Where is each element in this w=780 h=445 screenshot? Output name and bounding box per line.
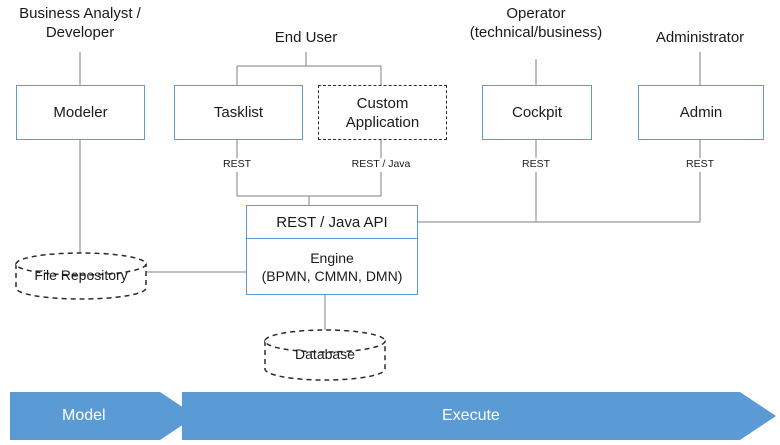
engine-standards-label: (BPMN, CMMN, DMN) — [261, 268, 403, 284]
edge-label-custom-application: REST / Java — [338, 158, 424, 170]
edge-label-admin: REST — [670, 158, 730, 170]
phase-model-shape[interactable] — [10, 392, 196, 440]
engine-name-label: Engine — [310, 250, 354, 266]
component-tasklist[interactable]: Tasklist — [174, 85, 303, 140]
engine-block[interactable]: REST / Java API Engine (BPMN, CMMN, DMN) — [246, 205, 418, 295]
engine-api-label: REST / Java API — [276, 213, 388, 231]
component-tasklist-label: Tasklist — [213, 104, 264, 121]
component-cockpit[interactable]: Cockpit — [482, 85, 592, 140]
engine-api-layer[interactable]: REST / Java API — [247, 206, 417, 239]
component-modeler-label: Modeler — [53, 104, 108, 121]
phase-execute-shape[interactable] — [182, 392, 776, 440]
database-cylinder — [264, 329, 386, 381]
edge-label-cockpit: REST — [506, 158, 566, 170]
component-admin[interactable]: Admin — [638, 85, 764, 140]
role-label-administrator: Administrator — [655, 29, 745, 46]
database-label: Database — [295, 346, 355, 362]
engine-core-layer[interactable]: Engine (BPMN, CMMN, DMN) — [247, 239, 417, 295]
component-cockpit-label: Cockpit — [511, 104, 563, 121]
file-repository-cylinder — [15, 252, 147, 300]
role-label-operator: Operator (technical/business) — [469, 5, 603, 41]
component-custom-application-label: Custom Application — [345, 94, 420, 131]
edge-label-tasklist: REST — [207, 158, 267, 170]
component-modeler[interactable]: Modeler — [16, 85, 145, 140]
role-label-end-user: End User — [274, 29, 338, 46]
phase-model-label: Model — [62, 407, 106, 424]
file-repository-label: File Repository — [34, 267, 128, 283]
component-custom-application[interactable]: Custom Application — [318, 85, 447, 140]
role-label-business-analyst: Business Analyst / Developer — [19, 5, 141, 41]
component-admin-label: Admin — [679, 104, 723, 121]
phase-execute-label: Execute — [442, 407, 500, 424]
